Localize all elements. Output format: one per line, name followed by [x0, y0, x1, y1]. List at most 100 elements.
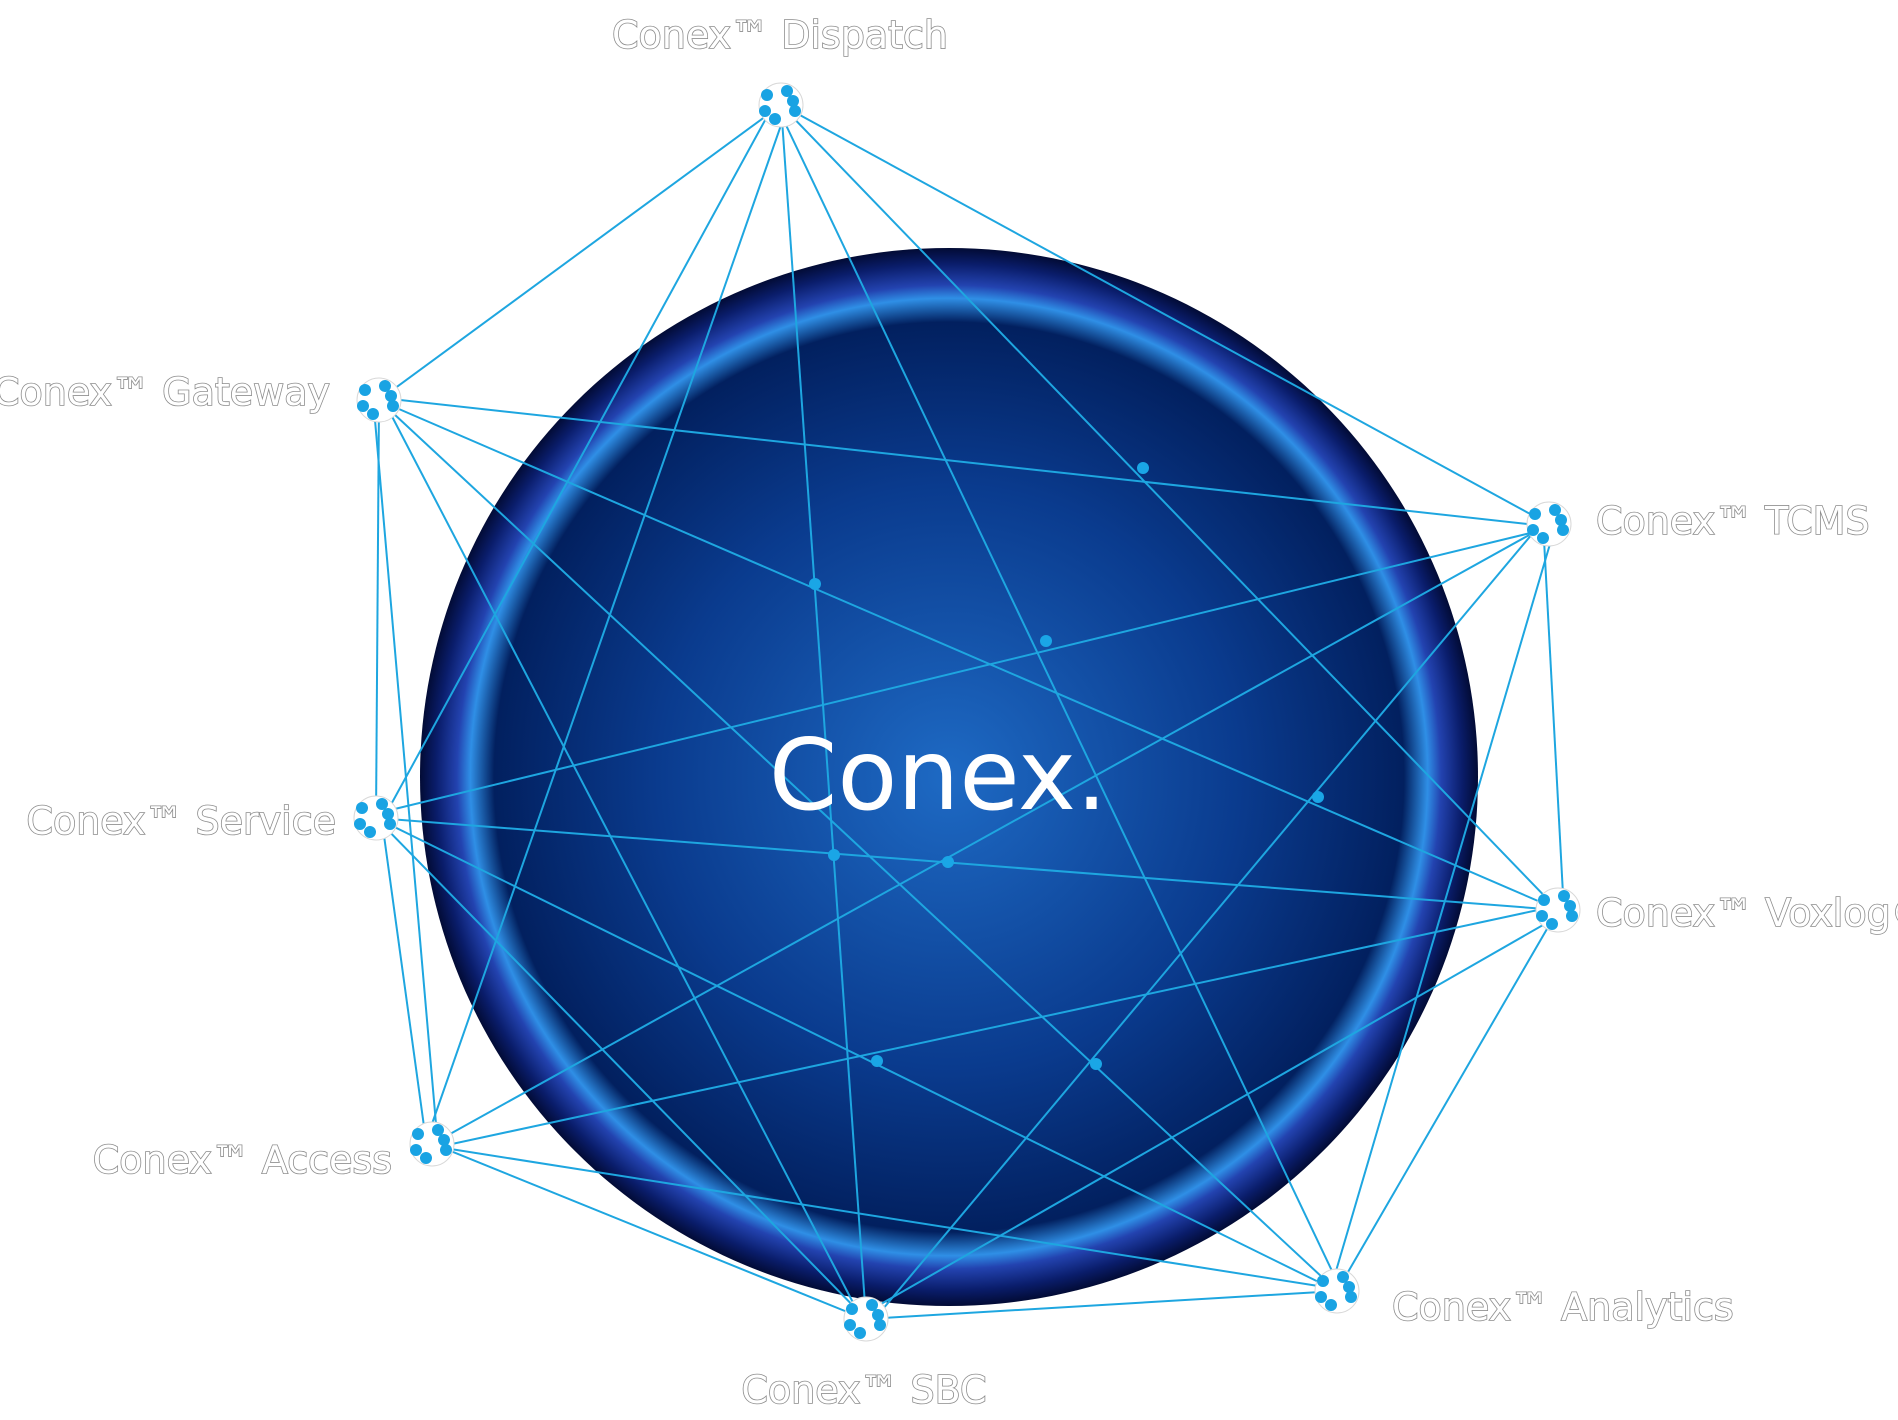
node-dot: [1317, 1275, 1329, 1287]
link-tcms-access: [431, 523, 1550, 1145]
link-dispatch-access: [425, 107, 788, 1142]
node-dot: [1527, 524, 1539, 536]
link-tcms-sbc: [871, 520, 1544, 1323]
node-dot: [1557, 524, 1569, 536]
label-voxlog: Conex™ Voxlog®: [1596, 891, 1898, 935]
node-dot: [789, 105, 801, 117]
node-dot: [1343, 1281, 1355, 1293]
node-dot: [1558, 890, 1570, 902]
crossing-points: [809, 462, 1324, 1070]
link-gateway-analytics: [378, 399, 1338, 1292]
node-dot: [412, 1128, 424, 1140]
node-dot: [1537, 532, 1549, 544]
center-title: Conex: [769, 719, 1076, 833]
link-lines: [369, 101, 1565, 1323]
crossing-dot: [1040, 635, 1052, 647]
node-dot: [1529, 508, 1541, 520]
link-dispatch-gateway: [378, 104, 782, 401]
link-dispatch-sbc: [780, 104, 867, 1320]
link-service-voxlog: [375, 817, 1559, 911]
node-dot: [1566, 910, 1578, 922]
link-tcms-voxlog: [1542, 520, 1565, 914]
node-dot: [1315, 1291, 1327, 1303]
node-dot: [854, 1327, 866, 1339]
crossing-dot: [942, 856, 954, 868]
node-dot: [866, 1299, 878, 1311]
node-gateway: [356, 377, 402, 423]
label-tcms: Conex™ TCMS: [1596, 499, 1870, 543]
label-service: Conex™ Service: [26, 799, 336, 843]
center-title-dot: .: [1076, 719, 1107, 833]
link-gateway-access: [372, 396, 439, 1148]
node-analytics: [1314, 1268, 1360, 1314]
node-dot: [1564, 900, 1576, 912]
link-dispatch-analytics: [774, 101, 1344, 1295]
crossing-dot: [871, 1055, 883, 1067]
node-dot: [438, 1134, 450, 1146]
label-access: Conex™ Access: [93, 1138, 392, 1182]
node-groups: [353, 82, 1581, 1342]
node-dot: [1549, 504, 1561, 516]
node-dot: [1538, 894, 1550, 906]
node-dot: [1555, 514, 1567, 526]
link-gateway-sbc: [384, 402, 861, 1317]
node-access: [409, 1121, 455, 1167]
link-gateway-tcms: [372, 396, 1556, 528]
node-dot: [376, 798, 388, 810]
node-dot: [364, 826, 376, 838]
node-dot: [1345, 1291, 1357, 1303]
node-dot: [354, 818, 366, 830]
link-tcms-service: [369, 526, 1556, 816]
crossing-dot: [809, 578, 821, 590]
node-dot: [382, 808, 394, 820]
link-voxlog-sbc: [859, 912, 1565, 1317]
node-sbc: [843, 1296, 889, 1342]
node-dot: [759, 105, 771, 117]
node-dot: [379, 380, 391, 392]
crossing-dot: [828, 849, 840, 861]
node-dot: [1337, 1271, 1349, 1283]
label-sbc: Conex™ SBC: [741, 1368, 986, 1412]
node-service: [353, 795, 399, 841]
node-dot: [384, 818, 396, 830]
node-dot: [874, 1319, 886, 1331]
node-dot: [846, 1303, 858, 1315]
node-dot: [420, 1152, 432, 1164]
link-voxlog-access: [437, 906, 1553, 1148]
link-dispatch-voxlog: [780, 104, 1559, 911]
node-dot: [872, 1309, 884, 1321]
node-dot: [787, 95, 799, 107]
node-dot: [440, 1144, 452, 1156]
link-dispatch-tcms: [786, 107, 1544, 522]
node-dot: [781, 85, 793, 97]
center-sphere: [420, 248, 1478, 1306]
label-gateway: Conex™ Gateway: [0, 370, 330, 414]
link-dispatch-service: [381, 101, 776, 822]
node-dot: [357, 400, 369, 412]
node-dot: [1546, 918, 1558, 930]
node-dot: [432, 1124, 444, 1136]
node-dispatch: [758, 82, 804, 128]
node-dot: [844, 1319, 856, 1331]
link-gateway-voxlog: [384, 402, 1553, 908]
link-access-sbc: [425, 1140, 873, 1323]
link-tcms-analytics: [1330, 526, 1556, 1289]
node-voxlog: [1535, 887, 1581, 933]
crossing-dot: [1137, 462, 1149, 474]
link-service-access: [381, 820, 427, 1142]
link-access-analytics: [437, 1146, 1332, 1289]
node-dot: [410, 1144, 422, 1156]
node-dot: [385, 390, 397, 402]
node-dot: [367, 408, 379, 420]
node-dot: [359, 384, 371, 396]
link-service-sbc: [375, 817, 867, 1320]
node-tcms: [1526, 501, 1572, 547]
link-analytics-sbc: [865, 1290, 1338, 1320]
node-dot: [1536, 910, 1548, 922]
node-dot: [761, 89, 773, 101]
crossing-dot: [1312, 791, 1324, 803]
node-dot: [387, 400, 399, 412]
link-service-analytics: [369, 814, 1344, 1295]
